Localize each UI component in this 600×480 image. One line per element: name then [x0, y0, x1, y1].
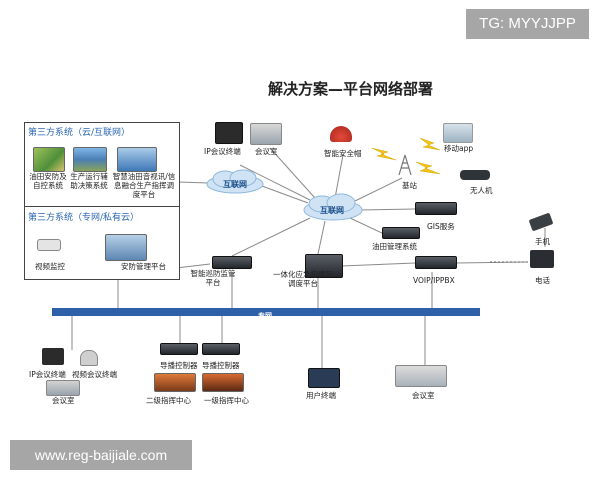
user-terminal-label: 用户终端: [306, 391, 336, 400]
internet-cloud-top: [206, 169, 264, 194]
ip-conference-terminal-label: IP会议终端: [204, 147, 241, 156]
director-controller-1-label: 导播控制器: [160, 361, 198, 370]
mobile-phone-label: 手机: [535, 237, 550, 246]
third-party-private-item-1: 视频监控: [35, 262, 65, 271]
meeting-room-top-label: 会议室: [255, 147, 278, 156]
ip-conference-terminal-bottom-label: IP会议终端: [29, 370, 66, 379]
mobile-app-label: 移动app: [444, 144, 474, 153]
meeting-room-top-image: [250, 123, 282, 145]
gis-server-label: GIS服务: [427, 222, 455, 231]
base-station-label: 基站: [402, 181, 417, 190]
ip-conference-terminal-icon: [215, 122, 243, 144]
mobile-app-image: [443, 123, 473, 143]
watermark-bottom: www.reg-baijiale.com: [10, 440, 192, 470]
private-network-bus: [52, 308, 480, 316]
watermark-top: TG: MYYJJPP: [466, 9, 589, 39]
gis-server-icon: [415, 202, 457, 215]
third-party-cloud-box: 第三方系统（云/互联网） 油田安防及自控系统 生产运行辅助决策系统 智慧油田音视…: [24, 122, 180, 208]
patrol-platform-label: 智能巡防监管平台: [190, 269, 236, 287]
third-party-private-title: 第三方系统（专网/私有云）: [28, 213, 140, 223]
third-party-cloud-item-1: 油田安防及自控系统: [29, 172, 67, 190]
command-center-1-image: [202, 373, 244, 392]
meeting-room-bottom-right-label: 会议室: [412, 391, 435, 400]
meeting-room-bottom-right-image: [395, 365, 447, 387]
voip-server-icon: [415, 256, 457, 269]
director-controller-2-label: 导播控制器: [202, 361, 240, 370]
meeting-room-bottom-left-image: [46, 380, 80, 396]
desk-phone-icon: [530, 250, 554, 268]
surveillance-camera-icon: [37, 239, 61, 251]
security-platform-image: [105, 234, 147, 261]
oilfield-mgmt-server-icon: [382, 227, 420, 239]
director-controller-2-icon: [202, 343, 240, 355]
voip-label: VOIP/IPPBX: [413, 276, 455, 285]
smart-helmet-label: 智能安全帽: [324, 149, 362, 158]
oilfield-mgmt-label: 油田管理系统: [372, 242, 417, 251]
internet-cloud-top-label: 互联网: [223, 179, 247, 189]
command-platform-image: [117, 147, 157, 172]
smart-helmet-icon: [330, 126, 352, 142]
decision-system-image: [73, 147, 107, 172]
oilfield-security-map-image: [33, 147, 65, 172]
private-network-bus-label: 专网: [258, 312, 272, 320]
third-party-cloud-item-2: 生产运行辅助决策系统: [70, 172, 108, 190]
third-party-private-item-2: 安防管理平台: [121, 262, 166, 271]
third-party-cloud-title: 第三方系统（云/互联网）: [28, 128, 131, 138]
internet-cloud-center: [303, 193, 363, 221]
command-center-2-label: 二级指挥中心: [146, 396, 191, 405]
third-party-private-box: 第三方系统（专网/私有云） 视频监控 安防管理平台: [24, 206, 180, 280]
video-conference-camera-icon: [80, 350, 98, 366]
third-party-cloud-item-3: 智慧油田音视讯/信息融合生产指挥调度平台: [112, 172, 176, 199]
diagram-title: 解决方案—平台网络部署: [268, 80, 434, 98]
emergency-platform-server-icon: [305, 254, 343, 278]
video-conference-terminal-label: 视频会议终端: [72, 370, 117, 379]
internet-cloud-center-label: 互联网: [320, 205, 344, 215]
desk-phone-label: 电话: [535, 276, 550, 285]
patrol-platform-server-icon: [212, 256, 252, 269]
director-controller-1-icon: [160, 343, 198, 355]
ip-conference-terminal-bottom-icon: [42, 348, 64, 365]
drone-icon: [460, 170, 490, 180]
meeting-room-bottom-left-label: 会议室: [52, 396, 75, 405]
command-center-1-label: 一级指挥中心: [204, 396, 249, 405]
drone-label: 无人机: [470, 186, 493, 195]
command-center-2-image: [154, 373, 196, 392]
user-terminal-icon: [308, 368, 340, 388]
base-station-icon: [398, 154, 412, 176]
emergency-platform-label: 一体化应急指挥与调度平台: [273, 270, 333, 288]
